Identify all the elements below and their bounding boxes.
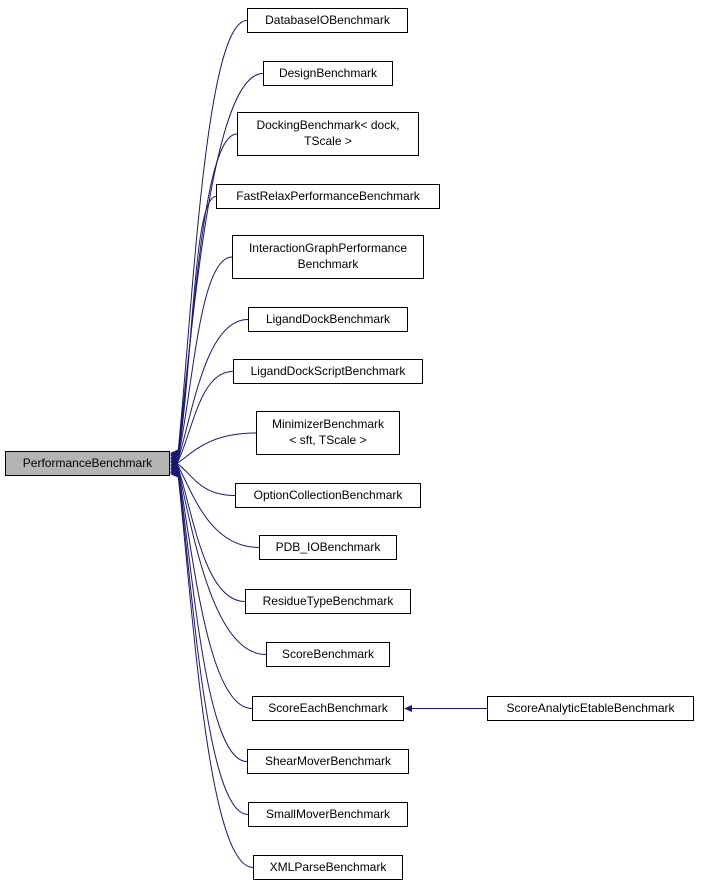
inheritance-edge — [177, 472, 249, 815]
inheritance-edge — [177, 133, 238, 456]
inheritance-edge — [177, 319, 249, 461]
class-node-liganddockbenchmark[interactable]: LigandDockBenchmark — [248, 307, 408, 332]
class-node-liganddockscriptbenchmark[interactable]: LigandDockScriptBenchmark — [233, 359, 423, 384]
inheritance-edge — [177, 466, 246, 602]
inheritance-edge — [177, 463, 236, 496]
inheritance-edge — [177, 471, 248, 762]
arrowhead — [170, 470, 178, 478]
class-node-scorebenchmark[interactable]: ScoreBenchmark — [266, 642, 390, 667]
inheritance-edge — [177, 20, 248, 454]
arrowhead — [404, 705, 412, 712]
inheritance-edge — [177, 473, 254, 868]
class-node-residuetypebenchmark[interactable]: ResidueTypeBenchmark — [245, 589, 411, 614]
class-node-designbenchmark[interactable]: DesignBenchmark — [263, 61, 393, 86]
class-node-xmlparsebenchmark[interactable]: XMLParseBenchmark — [253, 855, 403, 880]
class-node-interactiongraphperformancebenchmark[interactable]: InteractionGraphPerformance Benchmark — [232, 235, 424, 279]
class-node-minimizerbenchmark[interactable]: MinimizerBenchmark < sft, TScale > — [256, 411, 400, 455]
class-node-smallmoverbenchmark[interactable]: SmallMoverBenchmark — [248, 802, 408, 827]
inheritance-edge — [177, 256, 233, 459]
class-node-fastrelaxperformancebenchmark[interactable]: FastRelaxPerformanceBenchmark — [216, 184, 440, 209]
inheritance-edge — [177, 432, 257, 464]
class-node-scoreeachbenchmark[interactable]: ScoreEachBenchmark — [252, 696, 404, 721]
inheritance-edge — [177, 469, 253, 709]
class-node-shearmoverbenchmark[interactable]: ShearMoverBenchmark — [247, 749, 409, 774]
class-node-databaseiobenchmark[interactable]: DatabaseIOBenchmark — [247, 8, 408, 33]
inheritance-edge — [177, 465, 260, 548]
class-node-pdb-iobenchmark[interactable]: PDB_IOBenchmark — [259, 535, 397, 560]
class-node-performancebenchmark-root: PerformanceBenchmark — [5, 451, 170, 476]
inheritance-edge — [177, 468, 267, 655]
class-node-dockingbenchmark[interactable]: DockingBenchmark< dock, TScale > — [237, 112, 419, 156]
inheritance-edge — [177, 371, 234, 462]
class-node-optioncollectionbenchmark[interactable]: OptionCollectionBenchmark — [235, 483, 421, 508]
inheritance-edge — [177, 196, 217, 458]
class-node-scoreanalyticetablebenchmark[interactable]: ScoreAnalyticEtableBenchmark — [487, 696, 694, 721]
